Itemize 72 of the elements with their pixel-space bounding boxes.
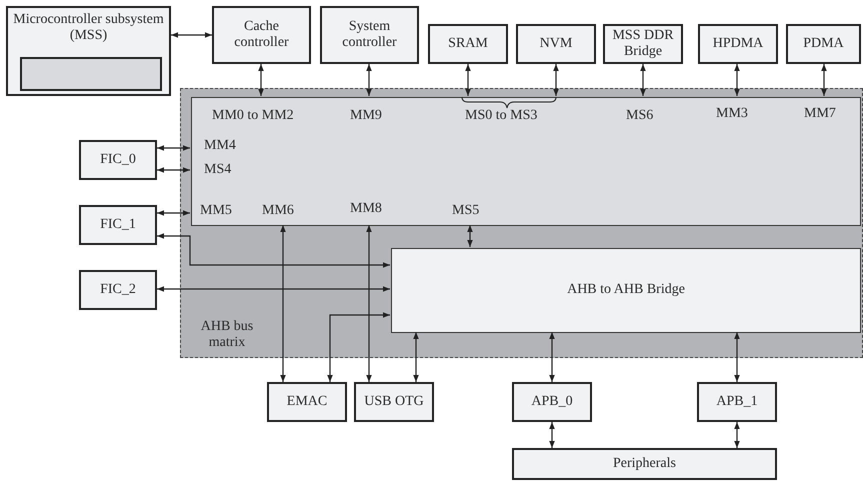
port-label: MM4 — [204, 138, 236, 154]
block-box — [428, 24, 508, 64]
block-box — [603, 24, 683, 64]
block-box — [698, 24, 778, 64]
connector-arrow — [734, 422, 740, 448]
block-label: Microcontroller subsystem (MSS) — [12, 11, 165, 44]
block-label: FIC_1 — [99, 216, 137, 234]
block-label: FIC_0 — [99, 152, 137, 168]
block-box — [512, 382, 592, 422]
connector-arrow — [258, 64, 264, 96]
port-label: MM8 — [350, 201, 382, 217]
block-label: APB_1 — [715, 394, 759, 410]
block-box — [79, 270, 157, 310]
subsystem-box — [6, 6, 171, 96]
processor-box — [20, 57, 162, 91]
block-label: HPDMA — [712, 36, 764, 52]
block-box — [697, 382, 777, 422]
block-label: NVM — [538, 36, 574, 52]
block-box — [516, 24, 596, 64]
connector-arrow — [327, 312, 390, 382]
block-label: Cache controller — [233, 18, 290, 52]
connector-arrow — [465, 64, 471, 96]
port-label: MM6 — [262, 203, 294, 219]
block-label: AHB bus matrix — [200, 318, 254, 352]
port-label: MS5 — [452, 203, 480, 219]
connector-arrow — [413, 332, 419, 382]
port-label: MM0 to MM2 — [212, 108, 294, 124]
block-box — [320, 6, 419, 64]
connector-arrow — [366, 64, 372, 96]
connector-arrow — [549, 332, 555, 382]
port-label: MS0 to MS3 — [465, 108, 538, 124]
block-label: MSS DDR Bridge — [611, 28, 675, 60]
connector-arrow — [157, 167, 190, 173]
block-label: EMAC — [286, 394, 328, 410]
block-label: AHB to AHB Bridge — [566, 282, 686, 299]
port-label: MM5 — [200, 203, 232, 219]
connector-arrow — [157, 210, 190, 216]
block-box — [79, 205, 157, 245]
connector-arrow — [734, 332, 740, 382]
block-box — [79, 140, 157, 180]
port-label: MM7 — [804, 106, 836, 122]
connector-arrow — [280, 225, 286, 382]
port-label: MS6 — [626, 108, 654, 124]
block-label: USB OTG — [363, 394, 425, 410]
crossbar-box — [191, 97, 861, 226]
connector-arrow — [734, 64, 740, 96]
connector-arrow — [549, 422, 555, 448]
port-label: MS4 — [204, 162, 232, 178]
connector-arrow — [640, 64, 646, 96]
connector-arrow — [157, 286, 390, 292]
connector-arrow — [467, 225, 473, 247]
block-box — [267, 382, 347, 422]
connector-arrow — [553, 64, 559, 96]
connector-arrow — [171, 32, 212, 38]
block-label: SRAM — [447, 36, 489, 52]
block-label: APB_0 — [530, 394, 574, 410]
port-label: MM9 — [350, 108, 382, 124]
block-box — [212, 6, 311, 64]
connector-arrow — [821, 64, 827, 96]
bus-matrix-region — [180, 88, 863, 358]
bridge-box — [391, 248, 861, 333]
block-box — [512, 448, 777, 480]
port-label: MM3 — [716, 106, 748, 122]
block-label: Peripherals — [612, 456, 677, 472]
block-label: System controller — [341, 18, 398, 52]
connector-arrow — [366, 225, 372, 382]
block-label: PDMA — [802, 36, 845, 52]
connector-arrow — [157, 233, 390, 268]
block-box — [354, 382, 434, 422]
connector-arrow — [157, 145, 190, 151]
block-box — [786, 24, 861, 64]
block-label: FIC_2 — [99, 282, 137, 298]
